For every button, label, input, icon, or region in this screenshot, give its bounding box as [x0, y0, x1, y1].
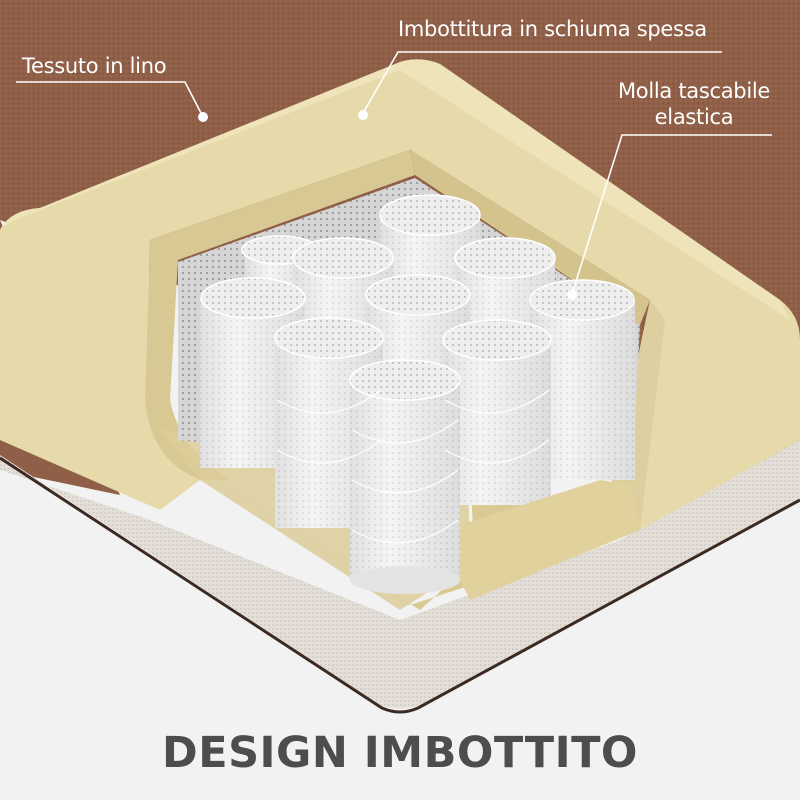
- callout-label-tessuto: Tessuto in lino: [22, 54, 167, 78]
- callout-label-molla-line1: Molla tascabile: [617, 79, 771, 103]
- footer-title: DESIGN IMBOTTITO: [162, 728, 638, 778]
- callout-lines: [16, 51, 772, 295]
- callout-label-molla: Molla tascabile elastica: [612, 78, 776, 130]
- callout-dot-molla: [567, 290, 577, 300]
- callout-dot-tessuto: [198, 112, 208, 122]
- callout-line-tessuto: [16, 81, 203, 116]
- base-fabric: [0, 440, 800, 709]
- callout-dots: [198, 110, 577, 300]
- base-edge: [0, 456, 800, 714]
- spring-coil: [349, 359, 461, 594]
- callout-label-molla-line2: elastica: [654, 105, 734, 129]
- callout-line-molla: [571, 134, 772, 295]
- foam-inner-wall-left: [145, 150, 415, 480]
- callout-dot-imbottitura: [358, 110, 368, 120]
- foam-front-lip: [460, 480, 640, 600]
- callout-label-imbottitura: Imbottitura in schiuma spessa: [398, 17, 707, 41]
- pocket-springs: [200, 194, 635, 594]
- spring-coil: [442, 319, 552, 505]
- callout-line-imbottitura: [361, 51, 722, 116]
